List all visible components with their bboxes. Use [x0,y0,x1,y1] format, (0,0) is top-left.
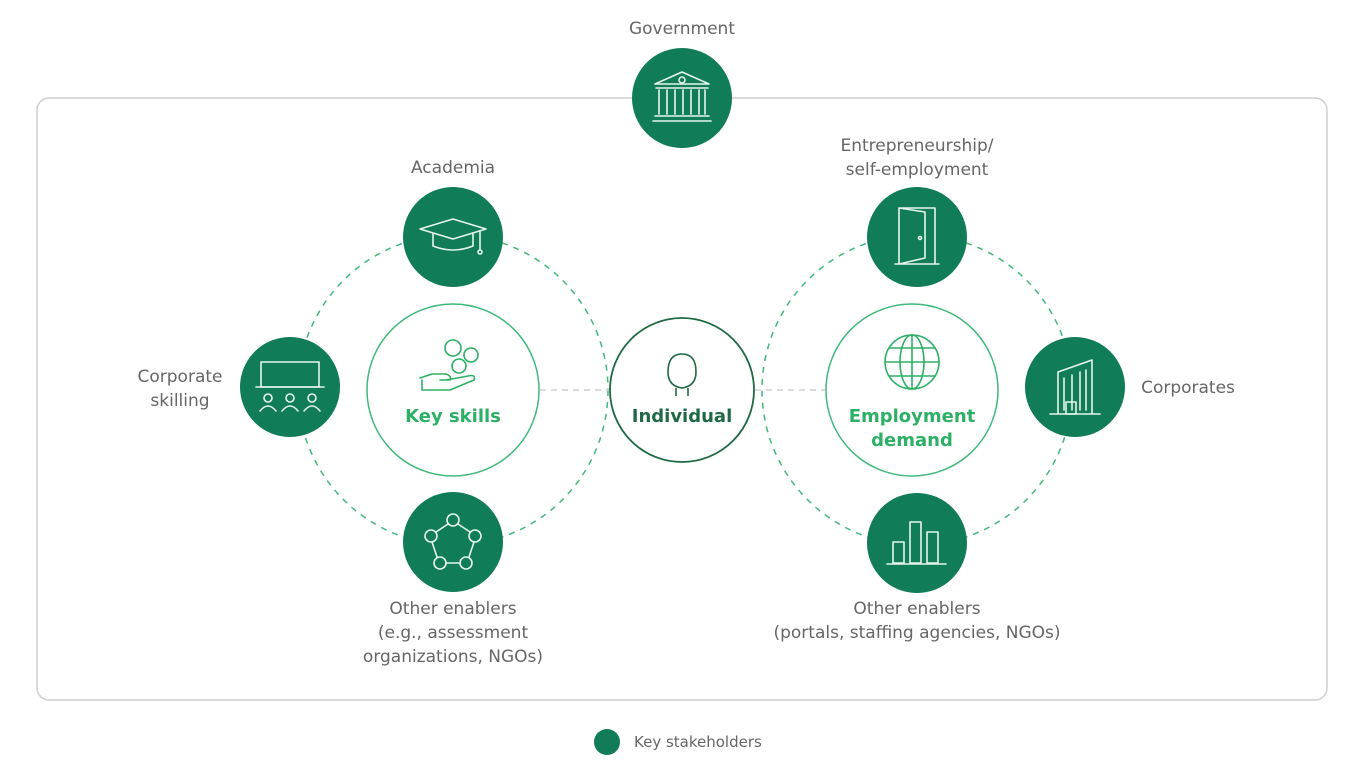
training-classroom-icon [255,361,325,412]
employment-label-line2: demand [871,430,953,451]
legend-label: Key stakeholders [634,733,762,751]
corporates-node: Corporates [1025,337,1235,437]
office-building-icon [1049,359,1101,415]
other-enablers-right-label-2: (portals, staffing agencies, NGOs) [773,623,1060,643]
legend-swatch [594,729,620,755]
bar-chart-icon [886,521,947,565]
legend: Key stakeholders [594,729,762,755]
government-building-icon [652,71,712,122]
other-enablers-right-label-1: Other enablers [853,599,980,619]
corporate-skilling-label-2: skilling [150,391,209,411]
corporate-skilling-node: Corporate skilling [138,337,340,437]
person-head-icon [667,353,697,396]
individual-label: Individual [632,406,733,427]
employment-demand-node: Employment demand [825,303,999,477]
individual-node: Individual [609,317,755,463]
entrepreneurship-node: Entrepreneurship/ self-employment [841,136,994,287]
graduation-cap-icon [419,218,487,255]
corporates-label: Corporates [1141,378,1235,398]
academia-label: Academia [411,158,495,178]
other-enablers-left-label-1: Other enablers [389,599,516,619]
key-skills-label: Key skills [405,406,501,427]
other-enablers-left-label-3: organizations, NGOs) [363,647,543,667]
corporate-skilling-label-1: Corporate [138,367,223,387]
open-door-icon [894,207,940,265]
entrepreneurship-label-2: self-employment [846,160,989,180]
hand-with-balls-icon [419,339,479,391]
globe-icon [884,334,940,390]
government-node: Government [629,19,735,148]
government-label: Government [629,19,735,39]
key-skills-node: Key skills [366,303,540,477]
entrepreneurship-label-1: Entrepreneurship/ [841,136,994,156]
other-enablers-right-node: Other enablers (portals, staffing agenci… [773,493,1061,643]
academia-node: Academia [403,158,503,287]
network-icon [424,513,482,570]
other-enablers-left-node: Other enablers (e.g., assessment organiz… [363,492,543,667]
other-enablers-left-label-2: (e.g., assessment [378,623,529,643]
employment-label-line1: Employment [849,406,976,427]
